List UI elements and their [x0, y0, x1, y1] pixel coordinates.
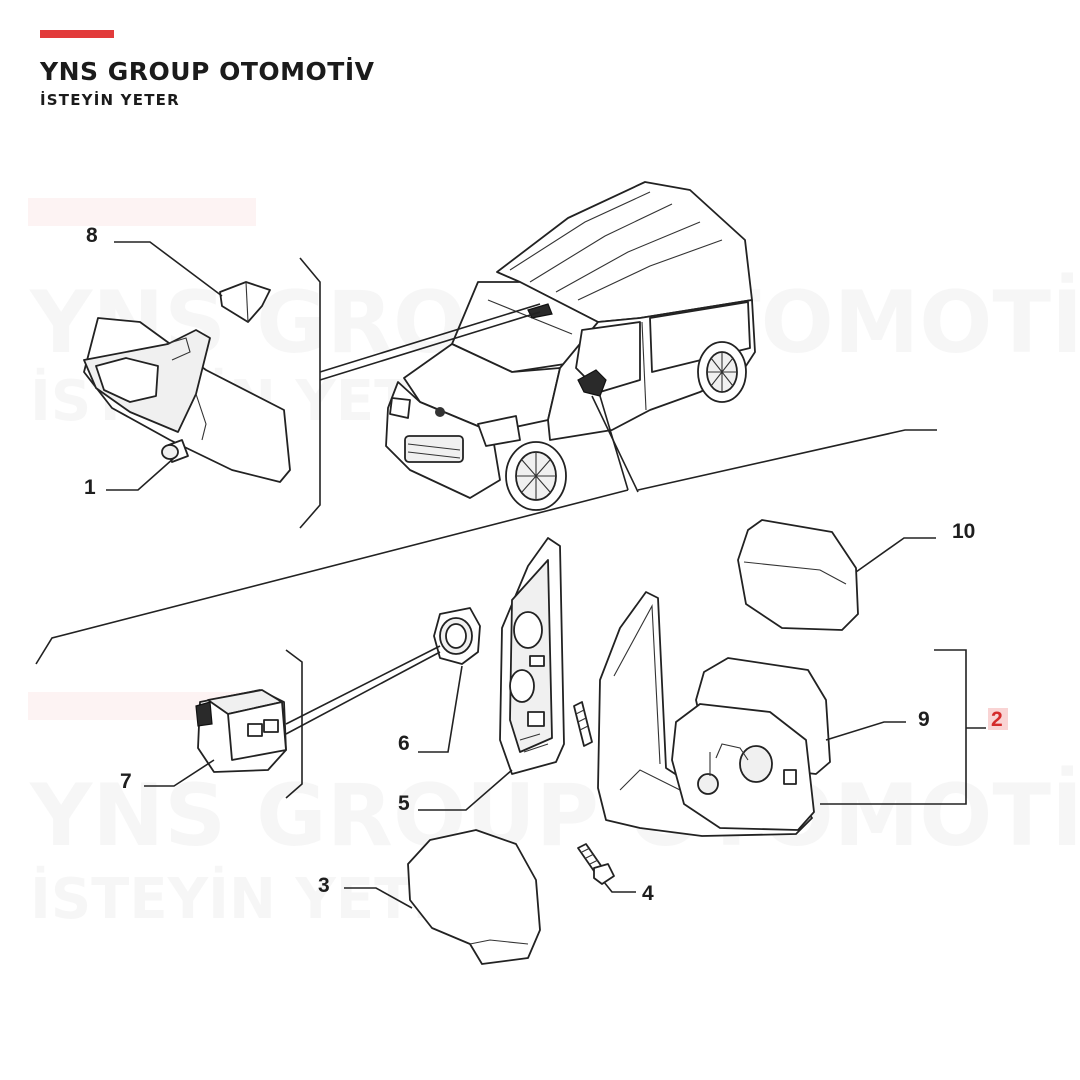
callout-10: 10	[952, 520, 975, 543]
brand-title: YNS GROUP OTOMOTİV	[40, 57, 375, 86]
callout-2-highlight	[988, 708, 1008, 730]
callout-4: 4	[642, 882, 654, 905]
part-1-interior-mirror	[83, 317, 291, 483]
bracket-assembly-2	[820, 649, 967, 805]
part-5-housing	[499, 537, 565, 775]
brand-accent-bar	[40, 30, 114, 38]
callout-7: 7	[120, 770, 132, 793]
callout-8: 8	[86, 224, 98, 247]
front-wheel	[505, 441, 567, 511]
part-2-door-mirror	[597, 591, 813, 837]
rear-wheel	[697, 341, 747, 403]
callout-3: 3	[318, 874, 330, 897]
bracket-switch	[285, 649, 303, 799]
leader-6b	[285, 651, 441, 735]
part-10-mirror-cap	[737, 519, 859, 631]
watermark: YNS GROUP OTOMOTİV İSTEYİN YETER YNS GRO…	[28, 198, 1080, 866]
callout-6: 6	[398, 732, 410, 755]
part-4-bolt	[577, 843, 615, 885]
part-8-cover	[219, 281, 271, 323]
part-7-switch	[195, 689, 287, 773]
leader-6a	[285, 645, 441, 725]
part-6-adjuster	[433, 607, 481, 665]
callout-9: 9	[918, 708, 930, 731]
callout-numbers: 8 1 10 9 2 6 5 7 3 4	[84, 224, 1008, 905]
callout-leaders	[106, 241, 936, 909]
part-3-outer-cover	[407, 829, 541, 965]
callout-2: 2	[991, 708, 1003, 731]
mirror-backplate	[671, 703, 815, 831]
stud-connector	[573, 701, 593, 747]
callout-1: 1	[84, 476, 96, 499]
van-leaders	[35, 303, 937, 665]
bracket-interior-mirror	[299, 257, 321, 529]
van-illustration	[385, 181, 756, 511]
brand-tagline: İSTEYİN YETER	[40, 91, 180, 109]
watermark-brand-bottom: YNS GROUP OTOMOTİV	[29, 765, 1080, 866]
callout-5: 5	[398, 792, 410, 815]
